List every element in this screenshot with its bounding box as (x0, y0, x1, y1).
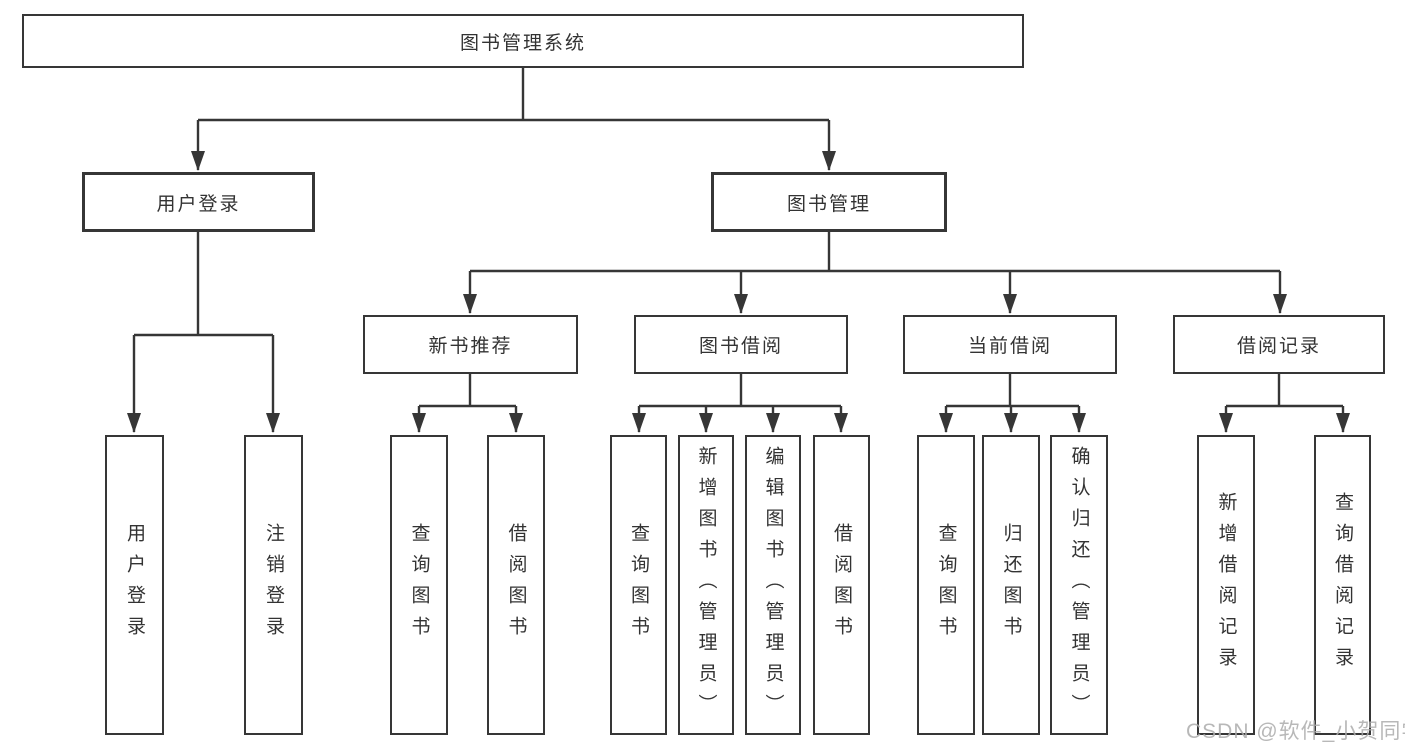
leaf-return-books: 归还图书 (982, 435, 1040, 735)
leaf-add-borrow-record: 新增借阅记录 (1197, 435, 1255, 735)
leaf-query-books-current: 查询图书 (917, 435, 975, 735)
node-label: 确认归还（管理员） (1068, 445, 1090, 725)
node-book-borrowing: 图书借阅 (634, 315, 848, 374)
leaf-query-books-borrowing: 查询图书 (610, 435, 667, 735)
node-label: 用户登录 (156, 193, 241, 215)
node-label: 注销登录 (263, 523, 284, 647)
node-label: 新增借阅记录 (1215, 492, 1237, 678)
node-label: 新增图书（管理员） (695, 445, 717, 725)
node-label: 编辑图书（管理员） (762, 445, 784, 725)
leaf-borrow-books-borrowing: 借阅图书 (813, 435, 870, 735)
node-label: 查询图书 (408, 523, 430, 647)
node-label: 归还图书 (1000, 523, 1022, 647)
csdn-watermark: CSDN @软件_小贺同学 (1186, 720, 1405, 743)
node-label: 当前借阅 (967, 336, 1052, 357)
node-label: 图书管理 (786, 193, 871, 215)
leaf-add-books-admin: 新增图书（管理员） (678, 435, 734, 735)
node-label: 用户登录 (124, 523, 145, 647)
node-new-book-recommend: 新书推荐 (363, 315, 578, 374)
node-label: 查询图书 (935, 523, 957, 647)
node-label: 查询图书 (628, 523, 649, 647)
leaf-query-borrow-record: 查询借阅记录 (1314, 435, 1371, 735)
node-current-borrowing: 当前借阅 (903, 315, 1117, 374)
node-label: 借阅图书 (505, 523, 527, 647)
leaf-edit-books-admin: 编辑图书（管理员） (745, 435, 801, 735)
leaf-query-books-recommend: 查询图书 (390, 435, 448, 735)
node-label: 图书管理系统 (459, 32, 586, 54)
node-root: 图书管理系统 (22, 14, 1024, 68)
leaf-borrow-books-recommend: 借阅图书 (487, 435, 545, 735)
leaf-user-login: 用户登录 (105, 435, 164, 735)
node-label: 新书推荐 (428, 336, 513, 357)
leaf-logout: 注销登录 (244, 435, 303, 735)
node-borrowing-records: 借阅记录 (1173, 315, 1385, 374)
node-user-login: 用户登录 (82, 172, 315, 232)
node-label: 借阅记录 (1236, 336, 1321, 357)
node-label: 查询借阅记录 (1332, 492, 1353, 678)
node-label: 借阅图书 (831, 523, 852, 647)
node-label: 图书借阅 (698, 336, 783, 357)
leaf-confirm-return-admin: 确认归还（管理员） (1050, 435, 1108, 735)
node-book-management: 图书管理 (711, 172, 947, 232)
